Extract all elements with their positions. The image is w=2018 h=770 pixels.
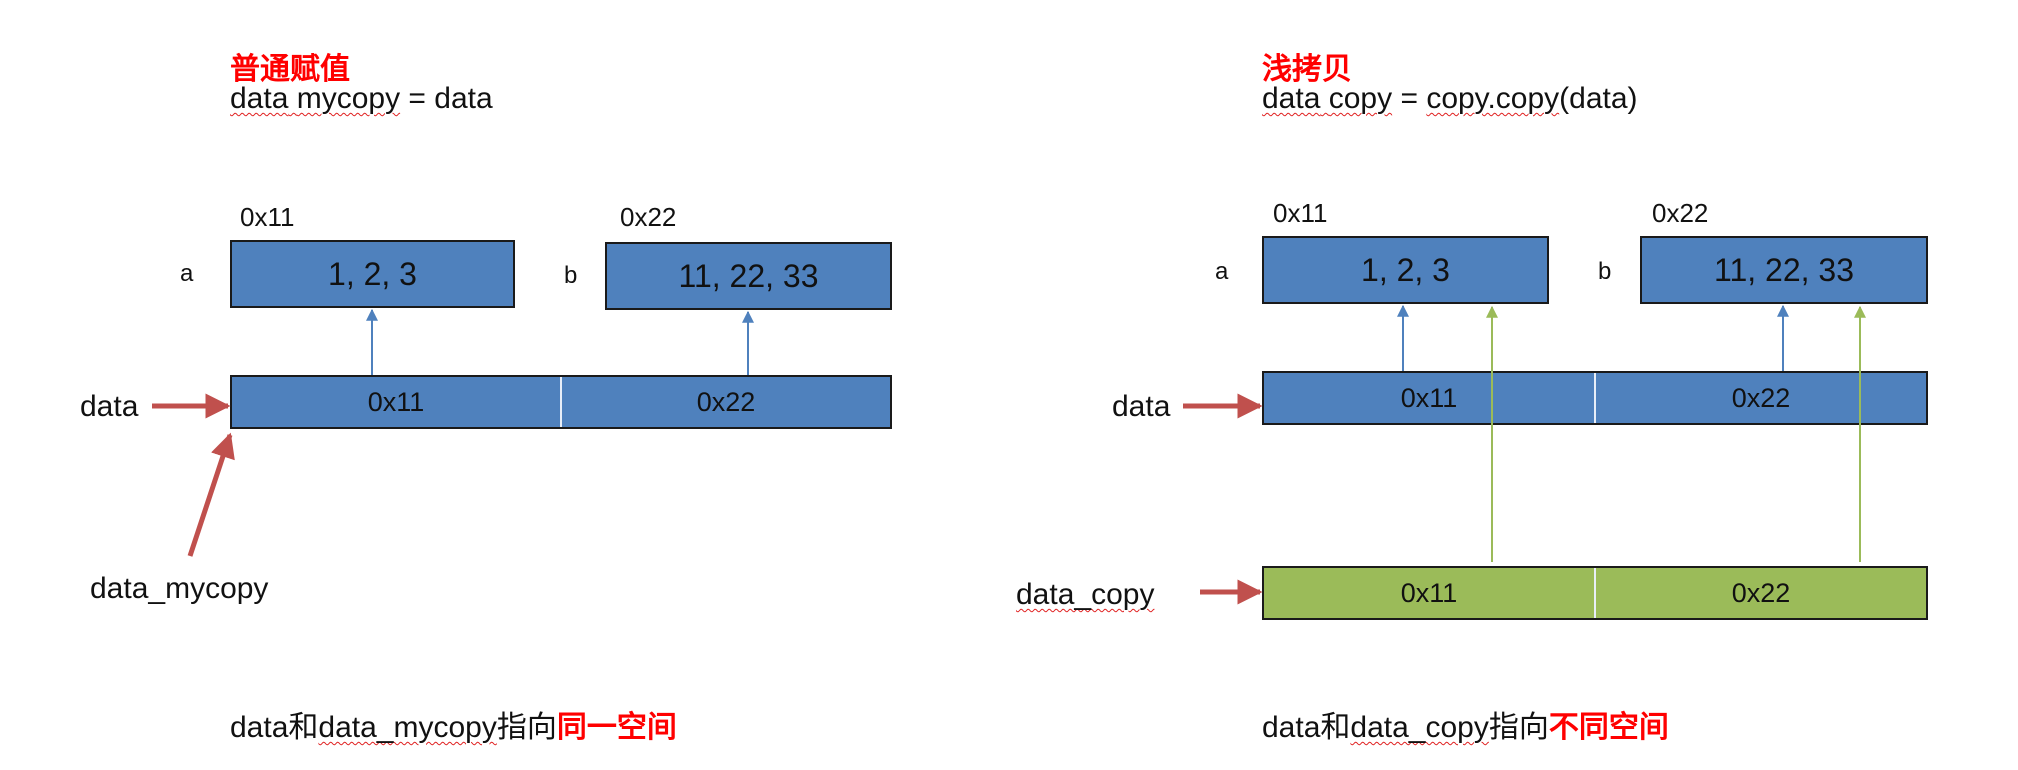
left-alias-label: data_mycopy — [90, 572, 269, 605]
left-title: 普通赋值 — [230, 53, 350, 86]
right-caption-emphasis: 不同空间 — [1548, 711, 1669, 744]
left-data-cell-1: 0x11 — [367, 386, 425, 417]
right-obj-a-box: 1, 2, 3 — [1262, 236, 1549, 304]
right-caption: data和data_copy指向不同空间 — [1262, 711, 1669, 744]
right-code-func: copy.copy — [1426, 82, 1560, 115]
right-data-cell-1: 0x11 — [1400, 382, 1458, 413]
left-obj-a-var: a — [180, 260, 194, 287]
left-obj-b-address: 0x22 — [620, 202, 677, 232]
left-obj-a-address: 0x11 — [240, 202, 295, 232]
left-data-list: 0x11 0x22 — [230, 375, 892, 429]
left-obj-b-var: b — [564, 262, 578, 289]
right-caption-var: data_copy — [1350, 711, 1489, 744]
right-copy-cell-1: 0x11 — [1400, 577, 1458, 608]
left-code-line: data mycopy = data — [230, 82, 493, 115]
right-obj-b-address: 0x22 — [1652, 198, 1709, 228]
left-data-cell-2: 0x22 — [560, 377, 890, 427]
right-obj-a-value: 1, 2, 3 — [1361, 251, 1450, 288]
right-code-line: data copy = copy.copy(data) — [1262, 82, 1638, 115]
left-obj-b-value: 11, 22, 33 — [678, 257, 819, 294]
left-obj-a-value: 1, 2, 3 — [328, 255, 417, 292]
left-obj-a-box: 1, 2, 3 — [230, 240, 515, 308]
right-copy-label: data_copy — [1016, 578, 1155, 611]
left-caption-var: data_mycopy — [318, 711, 497, 744]
right-obj-a-var: a — [1215, 258, 1229, 285]
left-code-var: data mycopy — [230, 82, 401, 115]
right-obj-b-box: 11, 22, 33 — [1640, 236, 1928, 304]
right-obj-b-var: b — [1598, 258, 1612, 285]
right-code-var: data copy — [1262, 82, 1393, 115]
right-obj-b-value: 11, 22, 33 — [1714, 251, 1854, 288]
right-obj-a-address: 0x11 — [1273, 198, 1328, 228]
right-copy-cell-2: 0x22 — [1594, 568, 1926, 618]
left-caption-emphasis: 同一空间 — [556, 711, 677, 744]
left-caption: data和data_mycopy指向同一空间 — [230, 711, 677, 744]
right-copy-list: 0x11 0x22 — [1262, 566, 1928, 620]
right-data-label: data — [1112, 390, 1171, 423]
right-data-cell-2: 0x22 — [1594, 373, 1926, 423]
left-data-label: data — [80, 390, 139, 423]
right-title: 浅拷贝 — [1262, 53, 1352, 86]
left-alias-pointer-arrow — [187, 432, 235, 557]
left-obj-b-box: 11, 22, 33 — [605, 242, 892, 310]
right-data-list: 0x11 0x22 — [1262, 371, 1928, 425]
